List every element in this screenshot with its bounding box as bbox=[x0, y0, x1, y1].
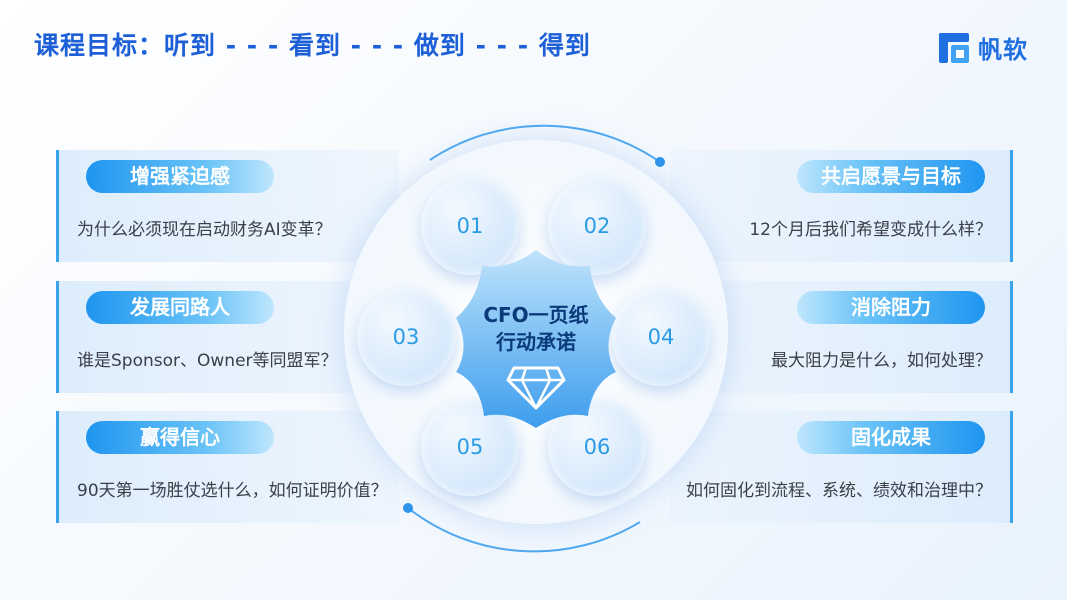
card-title: 共启愿景与目标 bbox=[797, 160, 985, 193]
page-title: 课程目标：听到 - - - 看到 - - - 做到 - - - 得到 bbox=[34, 31, 591, 60]
card-title: 固化成果 bbox=[797, 421, 985, 454]
hub-line-1: CFO一页纸 bbox=[483, 303, 589, 327]
step-02: 02 bbox=[548, 177, 646, 275]
step-01: 01 bbox=[421, 177, 519, 275]
diamond-icon bbox=[506, 366, 566, 410]
card-title: 增强紧迫感 bbox=[86, 160, 274, 193]
card-desc: 如何固化到流程、系统、绩效和治理中？ bbox=[686, 481, 992, 501]
card-title: 消除阻力 bbox=[797, 291, 985, 324]
logo: 帆软 bbox=[938, 30, 1028, 65]
card-desc: 为什么必须现在启动财务AI变革？ bbox=[77, 220, 332, 240]
hub-label: CFO一页纸 行动承诺 bbox=[462, 302, 610, 356]
card-desc: 谁是Sponsor、Owner等同盟军？ bbox=[77, 351, 338, 371]
step-04: 04 bbox=[612, 288, 710, 386]
step-03: 03 bbox=[357, 288, 455, 386]
card-vision: 共启愿景与目标 12个月后我们希望变成什么样？ bbox=[670, 150, 1013, 262]
hub-line-2: 行动承诺 bbox=[496, 330, 576, 354]
logo-text: 帆软 bbox=[978, 36, 1028, 64]
hub-gear bbox=[456, 250, 616, 428]
card-desc: 90天第一场胜仗选什么，如何证明价值？ bbox=[77, 481, 388, 501]
fanruan-logo-icon bbox=[939, 32, 969, 63]
card-solidify: 固化成果 如何固化到流程、系统、绩效和治理中？ bbox=[670, 411, 1013, 523]
card-urgency: 增强紧迫感 为什么必须现在启动财务AI变革？ bbox=[56, 150, 399, 262]
card-desc: 12个月后我们希望变成什么样？ bbox=[749, 220, 992, 240]
card-title: 赢得信心 bbox=[86, 421, 274, 454]
card-desc: 最大阻力是什么，如何处理？ bbox=[771, 351, 992, 371]
card-title: 发展同路人 bbox=[86, 291, 274, 324]
card-allies: 发展同路人 谁是Sponsor、Owner等同盟军？ bbox=[56, 281, 399, 393]
card-confidence: 赢得信心 90天第一场胜仗选什么，如何证明价值？ bbox=[56, 411, 399, 523]
